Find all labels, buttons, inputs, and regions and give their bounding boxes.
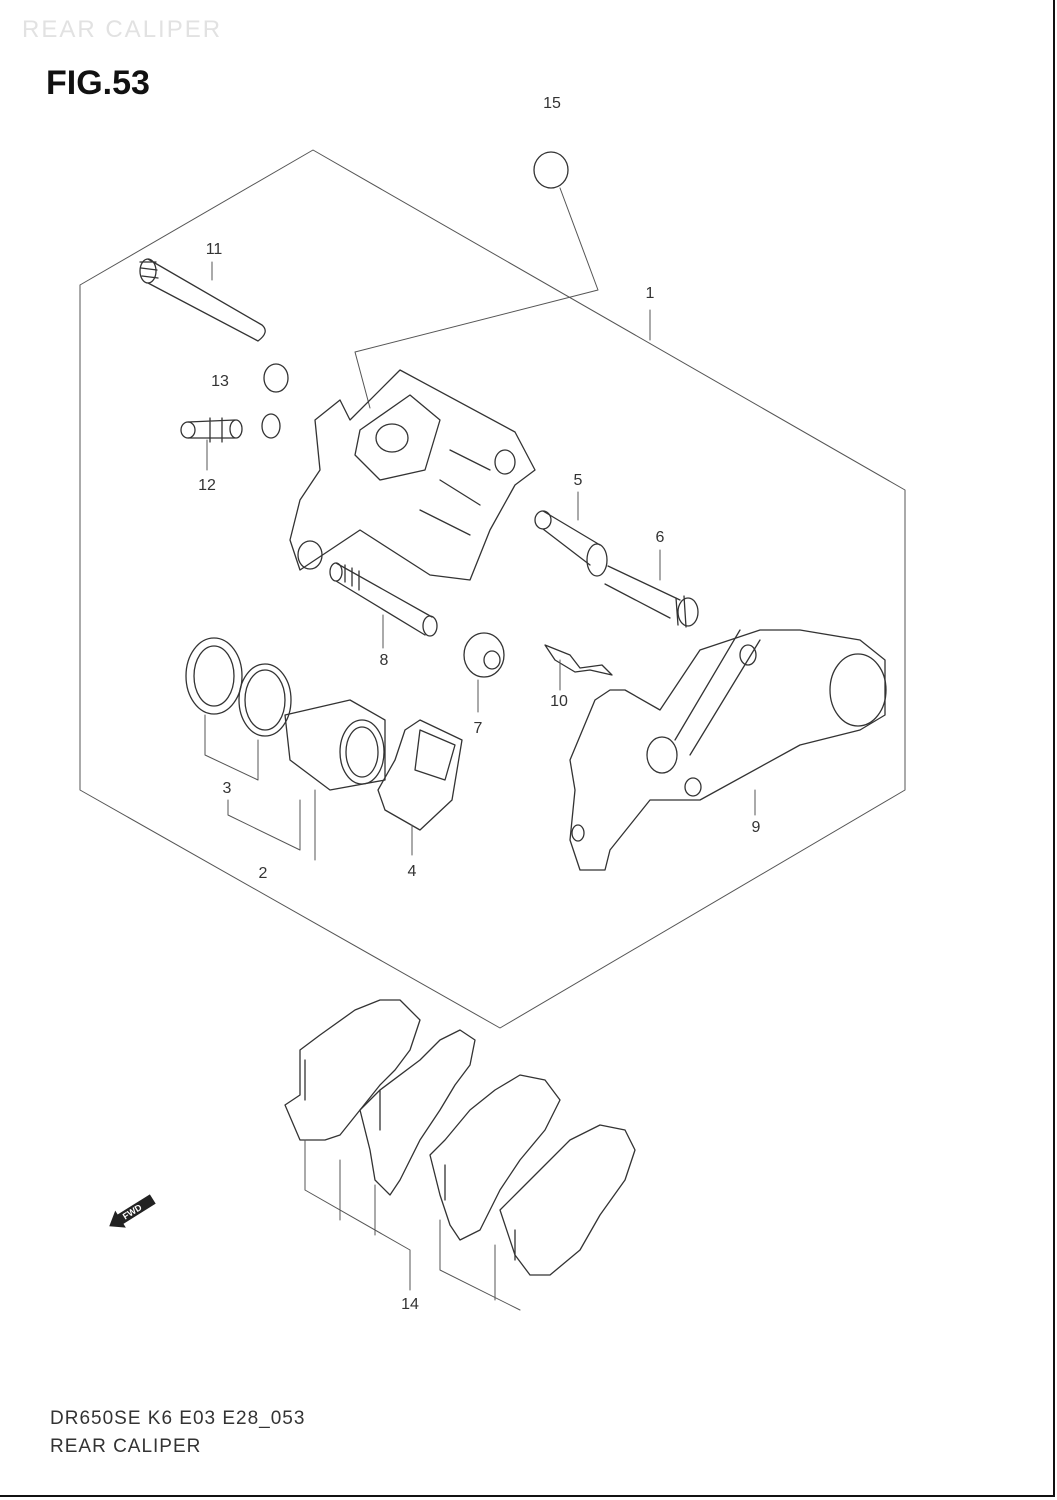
assembly-outline xyxy=(79,149,906,1029)
callout-1: 1 xyxy=(645,285,655,302)
clip-10 xyxy=(544,644,613,676)
slide-bolt-6 xyxy=(604,565,699,628)
bleeder-bolt-12 xyxy=(180,417,243,443)
header-watermark: REAR CALIPER xyxy=(22,16,223,43)
callout-15: 15 xyxy=(543,95,561,112)
bleeder-cap-15 xyxy=(533,151,569,189)
callout-10: 10 xyxy=(550,693,568,710)
caliper-body-1 xyxy=(289,369,536,581)
leader-3 xyxy=(204,714,301,851)
pad-spring-4 xyxy=(377,719,463,831)
callout-11: 11 xyxy=(205,241,223,258)
callout-14: 14 xyxy=(401,1296,419,1313)
callout-6: 6 xyxy=(655,529,665,546)
diagram-code: DR650SE K6 E03 E28_053 xyxy=(50,1408,306,1429)
callout-12: 12 xyxy=(198,477,216,494)
callout-13: 13 xyxy=(211,373,229,390)
brake-pads-14 xyxy=(284,999,636,1276)
callout-7: 7 xyxy=(473,720,483,737)
diagram-title: REAR CALIPER xyxy=(50,1436,202,1457)
pin-bolt-11 xyxy=(139,258,266,342)
callout-8: 8 xyxy=(379,652,389,669)
caliper-bracket-9 xyxy=(569,629,887,871)
piston-2 xyxy=(284,699,386,791)
leader-14 xyxy=(304,1139,521,1311)
pin-8 xyxy=(329,562,438,637)
figure-title: FIG.53 xyxy=(46,64,150,102)
callout-3: 3 xyxy=(222,780,232,797)
forward-arrow-icon: FWD xyxy=(104,1192,160,1232)
boot-7 xyxy=(463,632,505,678)
callout-2: 2 xyxy=(258,865,268,882)
slide-pin-5 xyxy=(534,510,608,577)
callout-9: 9 xyxy=(751,819,761,836)
leader-15 xyxy=(354,187,599,409)
seals-3 xyxy=(185,637,292,737)
washer-13 xyxy=(261,363,289,439)
callout-5: 5 xyxy=(573,472,583,489)
callout-4: 4 xyxy=(407,863,417,880)
